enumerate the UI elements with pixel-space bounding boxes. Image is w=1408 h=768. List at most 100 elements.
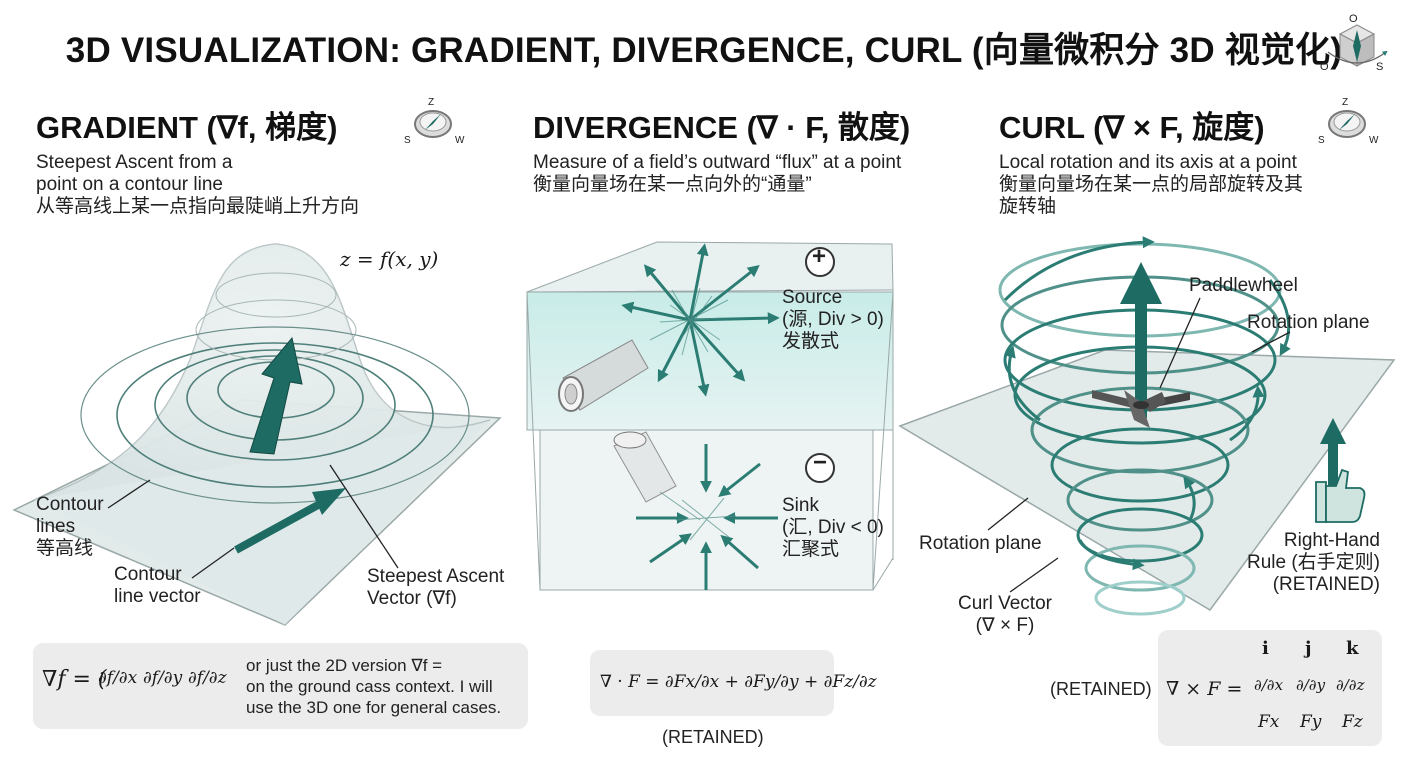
sink-label-1: Sink [782,495,819,516]
gradient-subtitle-en-2: point on a contour line [36,174,223,195]
minus-sign: − [813,449,828,476]
compass-icon-curl [1328,110,1366,138]
gradient-subtitle-zh: 从等高线上某一点指向最陡峭上升方向 [36,196,360,217]
compass-letter-top: O [1349,13,1358,25]
thumbs-up-icon [1315,468,1366,523]
surface-equation: z = f(x, y) [340,247,439,271]
sink-pipe [613,431,677,503]
curl-formula-box [1158,630,1382,746]
contour-lines-label-3: 等高线 [36,538,94,559]
source-label-2: (源, Div > 0) [782,309,884,330]
matrix-j: j [1305,638,1312,659]
gradient-leader-lines [107,464,399,579]
matrix-dz: ∂/∂z [1336,676,1365,694]
compass-s-label-curl: S [1318,135,1325,146]
steepest-ascent-label: Steepest Ascent Vector (∇f) [367,566,504,610]
source-pipe [558,339,649,412]
divergence-formula: ∇ · F = ∂Fx/∂x + ∂Fy/∂y + ∂Fz/∂z [600,672,877,692]
rhr-label-3: (RETAINED) [1272,574,1380,595]
source-label-1: Source [782,287,843,308]
divergence-formula-box [590,650,834,716]
compass-cube-icon [1327,24,1388,67]
matrix-dy: ∂/∂y [1296,676,1326,694]
curl-vector-arrow [1120,262,1162,418]
compass-z-label-curl: Z [1342,97,1349,108]
matrix-dx: ∂/∂x [1254,676,1284,694]
matrix-fy: Fy [1300,712,1322,732]
source-fuzz [649,287,729,356]
matrix-k: k [1346,638,1359,659]
paddlewheel-label: Paddlewheel [1189,275,1298,296]
curl-plane [898,349,1396,611]
steepest-label-2: Vector (∇f) [367,588,457,609]
matrix-fx: Fx [1258,712,1280,732]
sink-label: Sink (汇, Div < 0) 汇聚式 [782,495,884,561]
plus-icon [805,247,835,277]
contour-line-vector-arrow [234,488,346,554]
compass-w-label-curl: W [1369,135,1379,146]
divergence-subtitle: Measure of a field’s outward “flux” at a… [533,152,973,196]
compass-icon-gradient [414,110,452,138]
sink-label-3: 汇聚式 [782,539,840,560]
plus-sign: + [812,243,827,270]
rhr-label-1: Right-Hand [1283,530,1380,551]
steepest-label-1: Steepest Ascent [367,566,505,587]
sink-field-arrows [636,444,778,590]
minus-icon [805,453,835,483]
gradient-formula-lhs: ∇f = ( [42,667,107,692]
contour-lines-label: Contour lines 等高线 [36,494,104,560]
curl-vector-label: Curl Vector (∇ × F) [958,593,1052,637]
contour-vec-label-1: Contour [114,564,182,585]
compass-letter-right: S [1376,61,1384,73]
contour-lines-label-2: lines [36,516,76,537]
source-label: Source (源, Div > 0) 发散式 [782,287,884,353]
right-hand-rule-label: Right-Hand Rule (右手定则) (RETAINED) [1244,530,1380,596]
gradient-term-y: ∂f/∂y [143,668,183,688]
divergence-heading: DIVERGENCE (∇ · F, 散度) [533,110,911,145]
gradient-term-x: ∂f/∂x [98,668,138,688]
divergence-subtitle-en: Measure of a field’s outward “flux” at a… [533,152,902,173]
sink-fuzz [659,491,737,541]
compass-s-label: S [404,135,411,146]
gradient-subtitle-en-1: Steepest Ascent from a [36,152,233,173]
gradient-formula-box [33,643,528,729]
gradient-note-2: on the ground cass context. I will [246,677,493,696]
gradient-note-1: or just the 2D version ∇f = [246,656,443,675]
compass-z-label: Z [428,97,435,108]
divergence-subtitle-zh: 衡量向量场在某一点向外的“通量” [533,174,812,195]
source-label-3: 发散式 [782,331,840,352]
sink-label-2: (汇, Div < 0) [782,517,884,538]
curl-subtitle-en: Local rotation and its axis at a point [999,152,1297,173]
contour-vec-label-2: line vector [114,586,201,607]
gradient-note-3: use the 3D one for general cases. [246,698,502,717]
right-hand-arrow [1320,418,1346,494]
rotation-plane-bottom-label: Rotation plane [919,533,1042,554]
curl-vector-label-2: (∇ × F) [975,615,1035,636]
curl-subtitle-zh-1: 衡量向量场在某一点的局部旋转及其 [999,174,1304,195]
curl-retained: (RETAINED) [1050,679,1152,699]
curl-vector-label-1: Curl Vector [958,593,1052,614]
gradient-note: or just the 2D version ∇f = on the groun… [246,655,526,718]
gradient-heading: GRADIENT (∇f, 梯度) [36,110,338,145]
curl-formula-lhs: ∇ × F = [1166,678,1243,700]
curl-subtitle: Local rotation and its axis at a point 衡… [999,152,1379,218]
vortex-arrows [1003,236,1291,571]
paddlewheel [1092,390,1190,428]
matrix-fz: Fz [1342,712,1363,732]
contour-lines-label-1: Contour [36,494,104,515]
rhr-label-2: Rule (右手定则) [1246,552,1380,573]
compass-w-label: W [455,135,465,146]
gradient-subtitle: Steepest Ascent from a point on a contou… [36,152,416,218]
matrix-i: i [1262,638,1269,659]
curl-subtitle-zh-2: 旋转轴 [999,196,1057,217]
rotation-plane-top-label: Rotation plane [1247,312,1370,333]
page-title: 3D VISUALIZATION: GRADIENT, DIVERGENCE, … [65,31,1343,70]
gradient-term-z: ∂f/∂z [188,668,227,688]
steepest-ascent-arrow [249,336,303,455]
divergence-retained: (RETAINED) [662,727,764,747]
curl-leader-lines [987,297,1291,593]
compass-letter-left: O [1320,61,1329,73]
contour-line-vector-label: Contour line vector [114,564,201,608]
curl-heading: CURL (∇ × F, 旋度) [999,110,1265,145]
